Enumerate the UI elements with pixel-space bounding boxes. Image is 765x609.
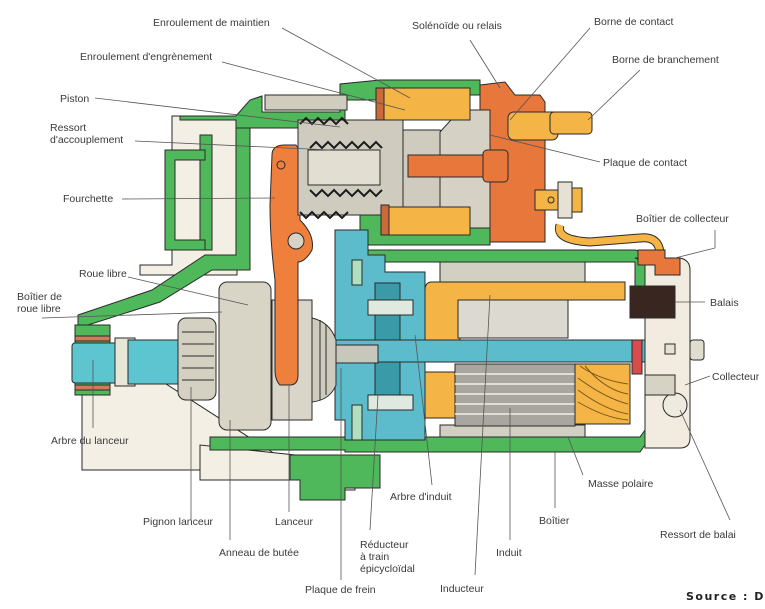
label-arbre-induit: Arbre d'induit [390, 491, 452, 503]
armature-core [454, 363, 576, 427]
label-inducteur: Inducteur [440, 583, 484, 595]
label-borne-branchement: Borne de branchement [612, 54, 719, 66]
solenoid-contact-parts [407, 81, 593, 243]
brush-spring [662, 392, 688, 418]
label-plaque-contact: Plaque de contact [603, 157, 687, 169]
drive-end-housing [81, 115, 356, 491]
source-credit: Source : DR [686, 590, 765, 603]
drive-pinion [177, 317, 217, 401]
freewheel [218, 281, 272, 431]
label-ressort-line2: d'accouplement [50, 134, 123, 146]
pole-shoe-bottom [439, 424, 586, 438]
label-ressort-line1: Ressort [50, 122, 86, 134]
label-boitier: Boîtier [539, 515, 570, 527]
labels: Enroulement de maintien Enroulement d'en… [17, 16, 765, 603]
shift-fork [269, 144, 313, 386]
label-roue-libre: Roue libre [79, 268, 127, 280]
commutator-end-housing [629, 249, 705, 449]
pole-shoe-top [439, 261, 586, 285]
label-fourchette: Fourchette [63, 193, 113, 205]
label-enroulement-engrenement: Enroulement d'engrènement [80, 51, 212, 63]
connection-terminal-body [549, 111, 593, 135]
label-reducteur-line3: épicycloïdal [360, 563, 415, 575]
leader-lines [41, 27, 731, 580]
label-lanceur: Lanceur [275, 516, 313, 528]
label-piston: Piston [60, 93, 89, 105]
label-reducteur-line2: à train [360, 551, 389, 563]
drive-shaft [71, 335, 179, 391]
label-collecteur: Collecteur [712, 371, 760, 383]
label-masse-polaire: Masse polaire [588, 478, 654, 490]
armature-winding-ends [574, 363, 631, 425]
label-balais: Balais [710, 297, 739, 309]
label-arbre-lanceur: Arbre du lanceur [51, 435, 129, 447]
brush [629, 285, 676, 319]
label-pignon-lanceur: Pignon lanceur [143, 516, 214, 528]
armature-shaft [329, 339, 671, 363]
label-reducteur-line1: Réducteur [360, 539, 409, 551]
label-borne-contact: Borne de contact [594, 16, 673, 28]
label-ressort-balai: Ressort de balai [660, 529, 736, 541]
pull-in-winding [386, 206, 471, 236]
label-enroulement-maintien: Enroulement de maintien [153, 17, 270, 29]
label-anneau-butee: Anneau de butée [219, 547, 299, 559]
coupling-spring [299, 116, 383, 220]
label-plaque-frein: Plaque de frein [305, 584, 376, 596]
label-boitier-roue-libre-line2: roue libre [17, 303, 61, 315]
hold-in-winding [381, 87, 471, 121]
label-boitier-roue-libre-line1: Boîtier de [17, 291, 62, 303]
label-boitier-collecteur: Boîtier de collecteur [636, 213, 729, 225]
label-induit: Induit [496, 547, 522, 559]
label-solenoide: Solénoïde ou relais [412, 20, 502, 32]
